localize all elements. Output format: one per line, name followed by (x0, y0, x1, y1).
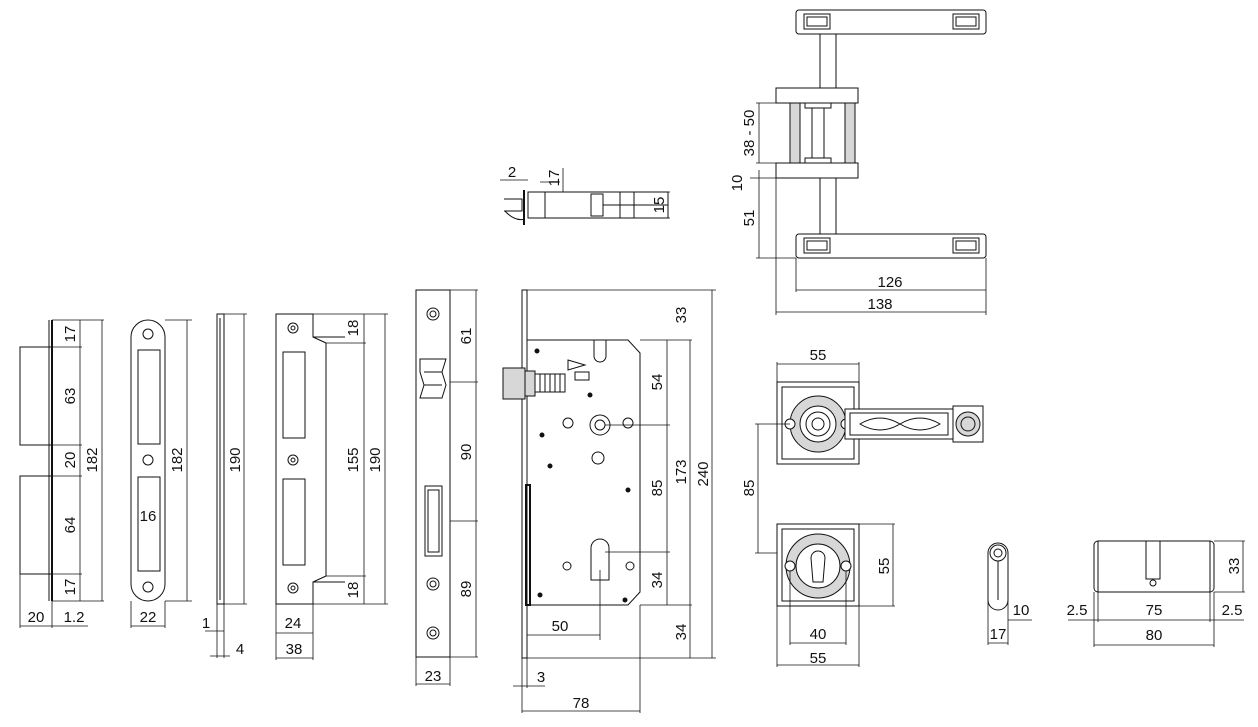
dim-strike-20: 20 (62, 452, 79, 469)
dim-body-240: 240 (695, 461, 712, 486)
dim-rose-55-bottom: 55 (810, 650, 827, 667)
dim-cylinder-33: 33 (1226, 558, 1243, 575)
strike-box-front-view (275, 313, 388, 660)
dim-strike-182: 182 (84, 447, 101, 472)
dim-strike-64: 64 (62, 517, 79, 534)
strike-plate-side-view (19, 319, 104, 628)
dim-face-90: 90 (458, 444, 475, 461)
dim-box-190: 190 (367, 447, 384, 472)
dim-cylinder-75: 75 (1146, 602, 1163, 619)
dim-body-50: 50 (552, 618, 569, 635)
dim-strike-17-bot: 17 (62, 579, 79, 596)
handle-front-view (755, 362, 984, 554)
dim-rose-55-right: 55 (876, 558, 893, 575)
dim-spindle-2: 2 (508, 164, 516, 181)
dim-rose-55-top: 55 (810, 347, 827, 364)
lock-body (502, 289, 716, 713)
dim-cylinder-80: 80 (1146, 627, 1163, 644)
dim-box-155: 155 (345, 447, 362, 472)
dim-strike-20-width: 20 (28, 609, 45, 626)
dim-body-85: 85 (649, 480, 666, 497)
cylinder-end-view (987, 542, 1032, 645)
dim-rose-85: 85 (741, 480, 758, 497)
dim-handle-10: 10 (729, 175, 746, 192)
dim-strike-63: 63 (62, 388, 79, 405)
dim-side-1: 1 (202, 615, 210, 632)
spindle (500, 168, 670, 225)
dim-cylinder-2-5-left: 2.5 (1067, 602, 1088, 619)
lock-faceplate (415, 289, 478, 686)
dim-box-18-top: 18 (345, 320, 362, 337)
dim-spindle-15: 15 (651, 197, 668, 214)
dim-body-173: 173 (673, 459, 690, 484)
strike-box-side-view (205, 313, 247, 658)
dim-plate-16: 16 (140, 508, 157, 525)
dim-body-54: 54 (649, 374, 666, 391)
dim-face-89: 89 (458, 581, 475, 598)
dim-face-61: 61 (458, 328, 475, 345)
dim-side-4: 4 (236, 641, 244, 658)
dim-handle-38-50: 38 - 50 (741, 110, 758, 157)
strike-plate-front-view (130, 319, 192, 628)
dim-body-34: 34 (649, 572, 666, 589)
dim-box-38: 38 (286, 641, 303, 658)
dim-handle-126: 126 (877, 274, 902, 291)
dim-handle-138: 138 (867, 296, 892, 313)
keyhole-escutcheon (776, 523, 895, 667)
dim-body-34-bottom: 34 (673, 624, 690, 641)
dim-handle-51: 51 (741, 210, 758, 227)
dim-strike-17-top: 17 (62, 326, 79, 343)
dim-spindle-17: 17 (546, 170, 563, 187)
dim-rose-40: 40 (810, 626, 827, 643)
dim-cylinder-10: 10 (1013, 602, 1030, 619)
dim-face-23: 23 (425, 668, 442, 685)
dim-box-24: 24 (285, 615, 302, 632)
dim-plate-22: 22 (140, 609, 157, 626)
dim-strike-1-2: 1.2 (64, 609, 85, 626)
cylinder-side-view (1068, 540, 1245, 647)
dim-cylinder-2-5-right: 2.5 (1222, 602, 1243, 619)
dim-body-33: 33 (673, 307, 690, 324)
dim-side-190: 190 (227, 447, 244, 472)
handle-side-view (750, 9, 987, 315)
dim-body-78: 78 (573, 695, 590, 712)
dim-body-3: 3 (537, 669, 545, 686)
dim-cylinder-17: 17 (990, 626, 1007, 643)
dim-box-18-bot: 18 (345, 582, 362, 599)
dim-plate-182: 182 (169, 447, 186, 472)
